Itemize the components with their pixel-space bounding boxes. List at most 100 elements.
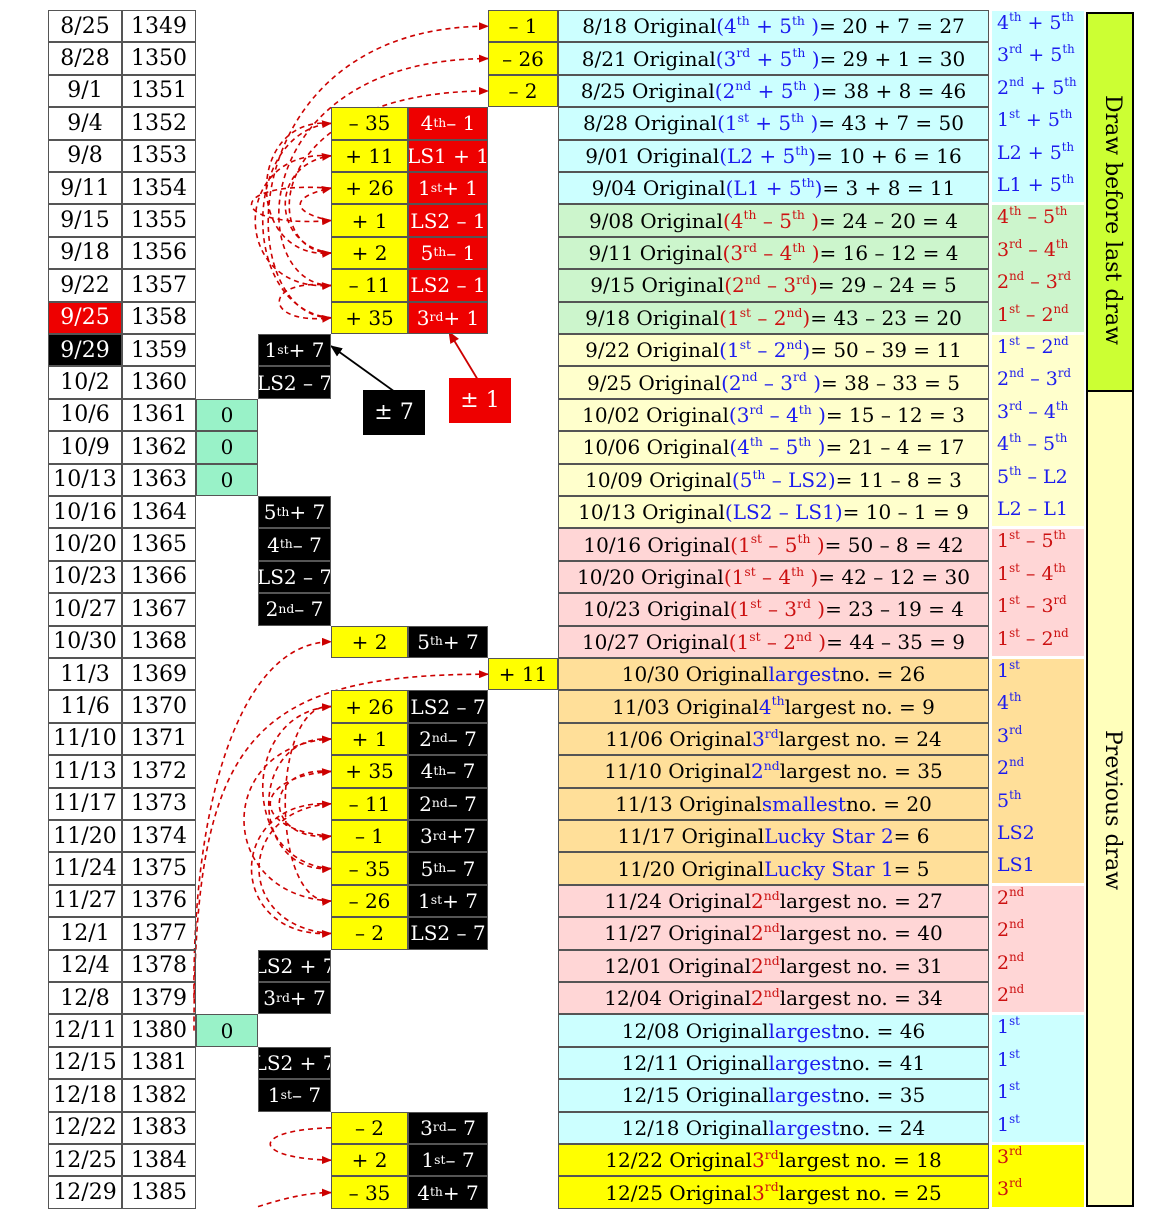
offset-value: – 35 — [331, 107, 408, 140]
side-position-label: 1st + 5th — [997, 107, 1073, 132]
position-tag: LS2 – 7 — [408, 690, 488, 723]
draw-number: 1349 — [122, 10, 196, 43]
original-description: 9/15 Original (2nd – 3rd) = 29 – 24 = 5 — [558, 269, 989, 302]
offset-value: + 2 — [331, 236, 408, 270]
zero-marker: 0 — [196, 1014, 258, 1047]
side-position-label: L2 + 5th — [997, 139, 1075, 164]
linkage-arrow — [261, 120, 332, 319]
original-description: 10/27 Original (1st – 2nd ) = 44 – 35 = … — [558, 625, 989, 658]
draw-number: 1366 — [122, 560, 196, 594]
callout-plus-minus-1: ± 1 — [449, 378, 511, 423]
side-band — [992, 205, 1084, 332]
side-position-label: 4th + 5th — [997, 10, 1074, 34]
offset-value: + 2 — [331, 625, 408, 658]
draw-date: 9/25 — [48, 301, 122, 334]
draw-date: 10/20 — [48, 528, 122, 561]
original-description: 10/09 Original (5th – LS2) = 11 – 8 = 3 — [558, 463, 989, 496]
callout-pointer — [330, 345, 396, 393]
position-tag: LS2 – 1 — [408, 269, 488, 302]
draw-number: 1377 — [122, 917, 196, 950]
position-tag: LS2 – 7 — [258, 366, 331, 399]
linkage-arrow — [257, 1188, 332, 1208]
draw-number: 1351 — [122, 74, 196, 108]
position-tag: LS2 + 7 — [258, 949, 331, 982]
draw-date: 10/2 — [48, 366, 122, 399]
draw-date: 10/30 — [48, 625, 122, 658]
original-description: 11/10 Original 2nd largest no. = 35 — [558, 755, 989, 788]
panel-label-previous-draw: Previous draw — [1100, 730, 1125, 891]
side-position-label: 1st – 5th — [997, 528, 1066, 553]
side-position-label: 5th – L2 — [997, 463, 1068, 488]
draw-date: 12/29 — [48, 1176, 122, 1209]
side-position-label: 2nd — [997, 982, 1025, 1006]
draw-date: 8/25 — [48, 10, 122, 43]
side-position-label: 1st – 3rd — [997, 593, 1067, 618]
original-description: 10/20 Original (1st – 4th ) = 42 – 12 = … — [558, 560, 989, 594]
original-description: 12/04 Original 2nd largest no. = 34 — [558, 982, 989, 1015]
draw-date: 11/10 — [48, 722, 122, 756]
original-description: 12/11 Original largest no. = 41 — [558, 1046, 989, 1080]
draw-number: 1359 — [122, 334, 196, 367]
callout-plus-minus-7: ± 7 — [363, 390, 425, 435]
offset-value: – 26 — [488, 42, 558, 75]
original-description: 11/03 Original 4th largest no. = 9 — [558, 690, 989, 723]
side-position-label: 2nd — [997, 884, 1025, 909]
draw-date: 12/22 — [48, 1111, 122, 1144]
offset-value: + 35 — [331, 301, 408, 334]
draw-date: 12/15 — [48, 1046, 122, 1080]
draw-date: 11/24 — [48, 852, 122, 885]
draw-number: 1373 — [122, 787, 196, 820]
offset-value: + 1 — [331, 204, 408, 237]
draw-number: 1361 — [122, 398, 196, 432]
draw-date: 11/6 — [48, 690, 122, 723]
side-position-label: 2nd — [997, 755, 1025, 780]
draw-number: 1384 — [122, 1144, 196, 1177]
original-description: 11/20 Original Lucky Star 1 = 5 — [558, 852, 989, 885]
original-description: 12/25 Original 3rd largest no. = 25 — [558, 1176, 989, 1209]
side-position-label: L2 – L1 — [997, 498, 1068, 520]
original-description: 9/22 Original (1st – 2nd) = 50 – 39 = 11 — [558, 334, 989, 367]
draw-number: 1364 — [122, 496, 196, 529]
linkage-arrow — [193, 637, 332, 999]
original-description: 8/21 Original (3rd + 5th ) = 29 + 1 = 30 — [558, 42, 989, 75]
draw-date: 11/13 — [48, 755, 122, 788]
position-tag: LS2 – 7 — [258, 560, 331, 594]
draw-date: 12/8 — [48, 982, 122, 1015]
draw-date: 12/18 — [48, 1079, 122, 1112]
offset-value: – 1 — [488, 10, 558, 43]
offset-value: + 35 — [331, 755, 408, 788]
original-description: 12/15 Original largest no. = 35 — [558, 1079, 989, 1112]
original-description: 11/17 Original Lucky Star 2 = 6 — [558, 820, 989, 853]
draw-date: 9/1 — [48, 74, 122, 108]
side-band — [992, 1015, 1084, 1142]
side-position-label: 4th – 5th — [997, 204, 1068, 229]
original-description: 10/30 Original largest no. = 26 — [558, 658, 989, 691]
draw-number: 1363 — [122, 463, 196, 496]
side-position-label: 1st – 2nd — [997, 301, 1069, 326]
original-description: 9/25 Original (2nd – 3rd ) = 38 – 33 = 5 — [558, 366, 989, 399]
offset-value: – 35 — [331, 1176, 408, 1209]
draw-number: 1365 — [122, 528, 196, 561]
offset-value: – 26 — [331, 884, 408, 918]
draw-date: 9/18 — [48, 236, 122, 270]
offset-value: + 26 — [331, 172, 408, 205]
draw-number: 1357 — [122, 269, 196, 302]
draw-number: 1382 — [122, 1079, 196, 1112]
draw-date: 12/11 — [48, 1014, 122, 1047]
original-description: 9/04 Original (L1 + 5th) = 3 + 8 = 11 — [558, 172, 989, 205]
offset-value: + 1 — [331, 722, 408, 756]
side-position-label: LS1 — [997, 854, 1035, 877]
draw-number: 1354 — [122, 172, 196, 205]
zero-marker: 0 — [196, 398, 258, 432]
linkage-arrow — [243, 735, 332, 902]
